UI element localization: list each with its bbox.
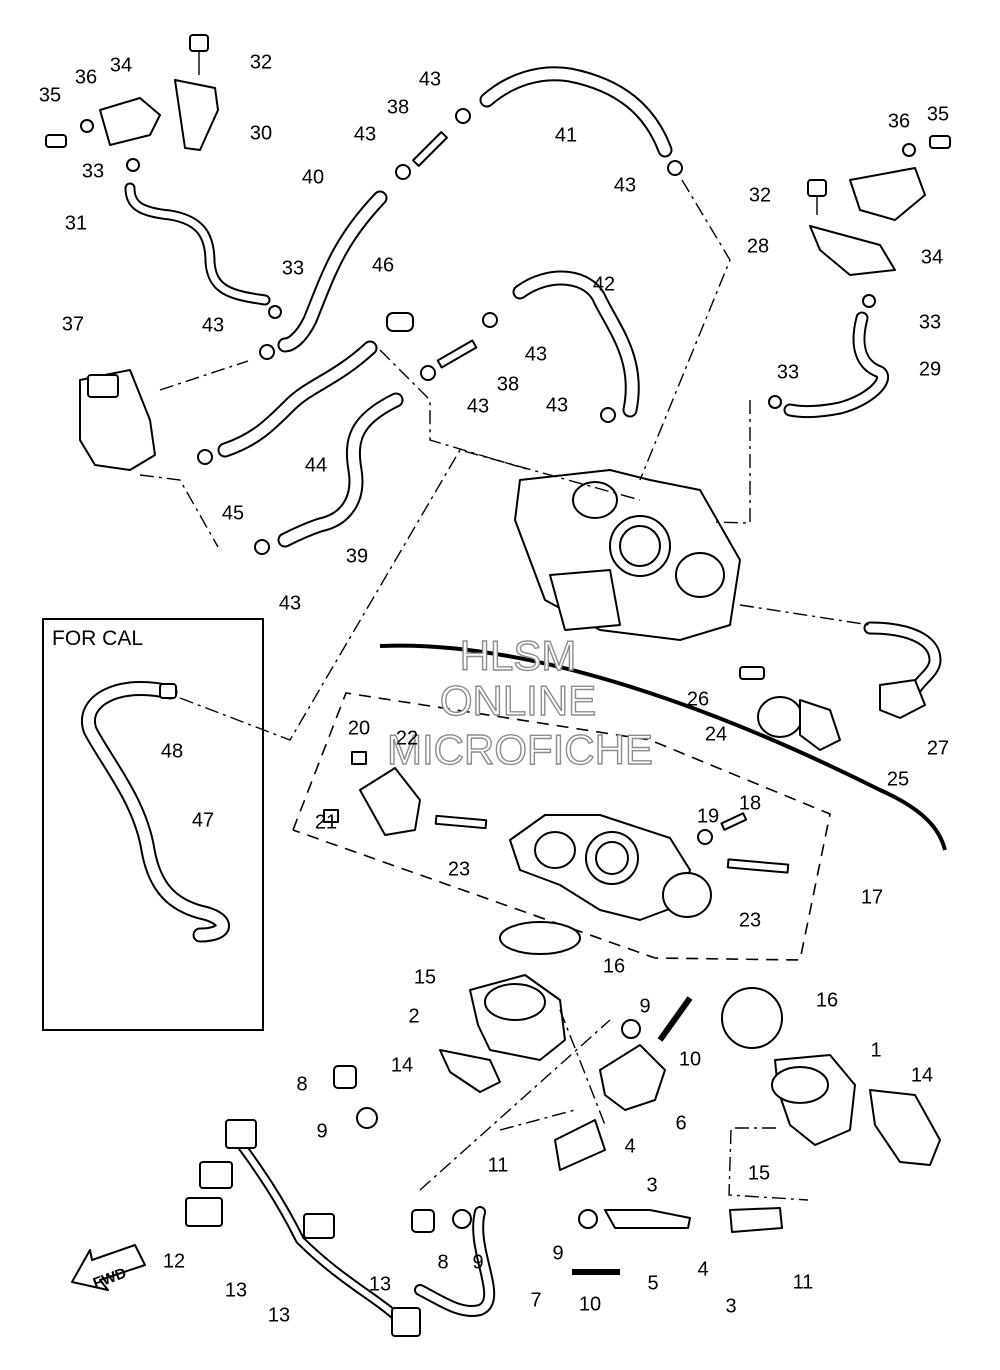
callout-27: 27: [927, 737, 949, 759]
small-parts: [45, 34, 951, 751]
leader-lines: [139, 179, 871, 1201]
watermark-line-3: MICROFICHE: [387, 726, 653, 773]
callout-36: 36: [75, 66, 97, 88]
callout-43: 43: [202, 314, 224, 336]
callout-14: 14: [911, 1064, 933, 1086]
callout-47: 47: [192, 809, 214, 831]
callout-45: 45: [222, 502, 244, 524]
callout-43: 43: [467, 395, 489, 417]
callout-22: 22: [396, 727, 418, 749]
callout-17: 17: [861, 886, 883, 908]
callout-44: 44: [305, 454, 327, 476]
callout-42: 42: [593, 273, 615, 295]
callout-3: 3: [725, 1295, 736, 1317]
callout-8: 8: [296, 1073, 307, 1095]
callout-33: 33: [82, 160, 104, 182]
for-cal-inset: FOR CAL: [42, 618, 264, 1031]
callout-38: 38: [497, 373, 519, 395]
callout-9: 9: [552, 1242, 563, 1264]
callout-5: 5: [647, 1272, 658, 1294]
callout-29: 29: [919, 358, 941, 380]
callout-26: 26: [687, 688, 709, 710]
callout-40: 40: [302, 166, 324, 188]
callout-35: 35: [927, 103, 949, 125]
callout-23: 23: [448, 858, 470, 880]
callout-13: 13: [268, 1304, 290, 1326]
callout-33: 33: [919, 311, 941, 333]
callout-34: 34: [110, 54, 132, 76]
callout-43: 43: [354, 123, 376, 145]
inset-callout-numbers: 48 47: [161, 740, 214, 831]
callout-43: 43: [614, 174, 636, 196]
callout-43: 43: [419, 68, 441, 90]
callout-20: 20: [348, 717, 370, 739]
callout-3: 3: [646, 1174, 657, 1196]
callout-10: 10: [679, 1048, 701, 1070]
lower-parts: FWD: [71, 974, 941, 1337]
callout-38: 38: [387, 96, 409, 118]
inset-label: FOR CAL: [52, 627, 143, 650]
callout-7: 7: [530, 1289, 541, 1311]
callout-28: 28: [747, 235, 769, 257]
callout-33: 33: [777, 361, 799, 383]
callout-16: 16: [816, 989, 838, 1011]
watermark: HLSM ONLINE MICROFICHE: [386, 631, 653, 773]
callout-39: 39: [346, 545, 368, 567]
callout-30: 30: [250, 122, 272, 144]
callout-33: 33: [282, 257, 304, 279]
callout-32: 32: [250, 51, 272, 73]
callout-6: 6: [675, 1112, 686, 1134]
callout-32: 32: [749, 184, 771, 206]
callout-18: 18: [739, 792, 761, 814]
callout-31: 31: [65, 212, 87, 234]
watermark-line-1: HLSM: [460, 632, 577, 679]
callout-43: 43: [279, 592, 301, 614]
callout-24: 24: [705, 723, 727, 745]
callout-12: 12: [163, 1250, 185, 1272]
callout-43: 43: [525, 343, 547, 365]
callout-13: 13: [225, 1279, 247, 1301]
callout-36: 36: [888, 110, 910, 132]
callout-4: 4: [697, 1258, 708, 1280]
callout-16: 16: [603, 955, 625, 977]
callout-11: 11: [793, 1271, 814, 1293]
callout-9: 9: [639, 995, 650, 1017]
hoses-upper: [124, 66, 942, 697]
callout-13: 13: [369, 1273, 391, 1295]
callout-15: 15: [748, 1162, 770, 1184]
throttle-body-assembly: [514, 469, 741, 641]
callout-37: 37: [62, 313, 84, 335]
callout-25: 25: [887, 768, 909, 790]
callout-23: 23: [739, 909, 761, 931]
callout-34: 34: [921, 246, 943, 268]
callout-2: 2: [408, 1005, 419, 1027]
callout-14: 14: [391, 1054, 413, 1076]
callout-41: 41: [555, 124, 577, 146]
callout-35: 35: [39, 84, 61, 106]
callout-19: 19: [697, 805, 719, 827]
callout-10: 10: [579, 1293, 601, 1315]
callout-46: 46: [372, 254, 394, 276]
callout-11: 11: [488, 1154, 509, 1176]
callout-1: 1: [870, 1039, 881, 1061]
throttle-body-exploded: [292, 643, 947, 961]
callout-9: 9: [316, 1120, 327, 1142]
callout-43: 43: [546, 394, 568, 416]
watermark-line-2: ONLINE: [440, 677, 596, 724]
callout-8: 8: [437, 1251, 448, 1273]
callout-15: 15: [414, 966, 436, 988]
callout-4: 4: [624, 1135, 635, 1157]
callout-9: 9: [472, 1251, 483, 1273]
callout-48: 48: [161, 740, 183, 762]
callout-21: 21: [315, 811, 337, 833]
